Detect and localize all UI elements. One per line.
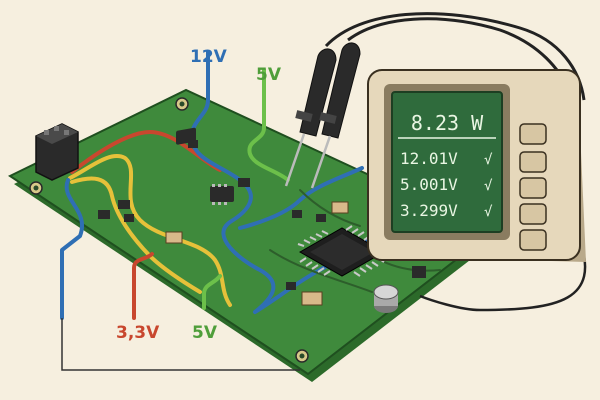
- meter-button-2[interactable]: [519, 151, 547, 173]
- lcd-screen: [391, 91, 503, 233]
- trace-3v3-down: [132, 252, 154, 320]
- meter-button-5[interactable]: [519, 229, 547, 251]
- probe-left: [284, 48, 337, 187]
- trace-12v-branch: [60, 178, 84, 320]
- probe-cable: [347, 17, 572, 93]
- capacitor: [331, 201, 349, 214]
- trace-yellow-2: [70, 176, 202, 294]
- label-5v-bottom: 5V: [192, 323, 218, 343]
- label-12v-top: 12V: [190, 47, 228, 67]
- trace-5v-bottom: [202, 274, 222, 310]
- smd-component: [412, 266, 426, 278]
- smd-component: [118, 200, 130, 209]
- capacitor: [165, 231, 183, 244]
- voltage-reading-3v3: 3.299V: [400, 201, 458, 220]
- smd-component: [238, 178, 250, 187]
- smd-component: [316, 214, 326, 222]
- capacitor: [301, 291, 323, 306]
- meter-cable: [419, 239, 587, 312]
- voltage-reading-12v: 12.01V: [400, 149, 458, 168]
- smd-component: [124, 214, 134, 222]
- label-3v3-bottom: 3,3V: [116, 323, 160, 343]
- multimeter-probes: [284, 12, 587, 312]
- voltage-reading-5v: 5.001V: [400, 175, 458, 194]
- pcb-board: [7, 88, 496, 382]
- small-ic: [210, 186, 234, 202]
- smd-component: [188, 140, 198, 148]
- pin-header-connector: [35, 123, 79, 181]
- meter-buttons: [519, 123, 547, 251]
- power-meter-device: 8.23 W 12.01V √ 5.001V √ 3.299V √: [367, 69, 586, 262]
- pcb-components: [35, 123, 426, 313]
- trace-yellow: [68, 154, 232, 307]
- ground-wire: [61, 318, 300, 371]
- check-mark-icon: √: [484, 152, 493, 168]
- smd-component: [286, 282, 296, 290]
- check-mark-icon: √: [484, 178, 493, 194]
- trace-5v: [247, 68, 290, 182]
- probe-cable: [324, 12, 586, 101]
- power-reading: 8.23 W: [411, 111, 484, 135]
- probe-right: [310, 42, 361, 189]
- trace-blue-right: [238, 166, 364, 230]
- smd-component: [292, 210, 302, 218]
- check-mark-icon: √: [484, 204, 493, 220]
- meter-button-4[interactable]: [519, 203, 547, 225]
- electrolytic-capacitor: [373, 284, 399, 313]
- meter-button-1[interactable]: [519, 123, 547, 145]
- meter-button-3[interactable]: [519, 177, 547, 199]
- smd-component: [98, 210, 110, 219]
- label-5v-top: 5V: [256, 65, 282, 85]
- qfp-chip: [297, 225, 386, 277]
